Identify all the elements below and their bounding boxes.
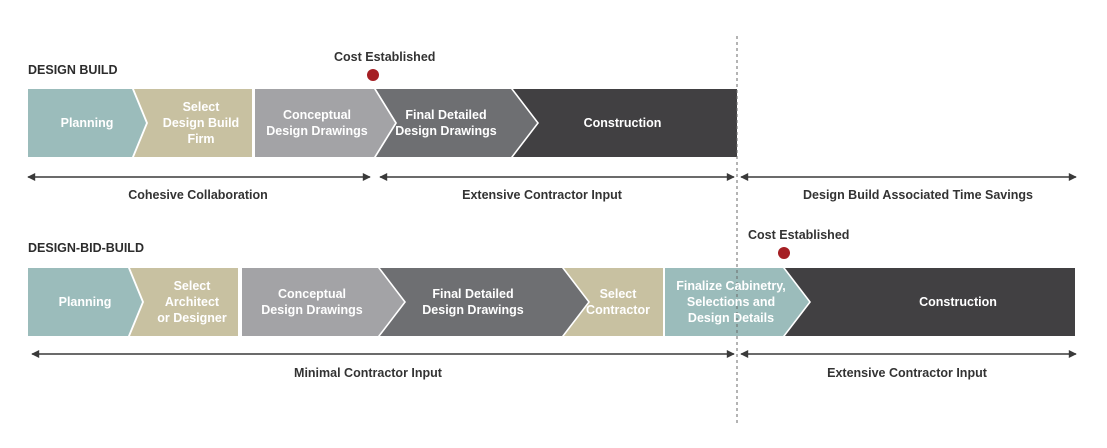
- dbb-segment-select-architect: Select Architect or Designer: [157, 279, 227, 325]
- dbb-segment-planning: Planning: [58, 295, 112, 309]
- dbb-chevron-final-detailed: [380, 268, 588, 336]
- db-chevron-planning: [28, 89, 146, 157]
- dbb-segment-final-detailed: Final Detailed Design Drawings: [422, 287, 524, 317]
- dbb-range-label-minimal-input: Minimal Contractor Input: [294, 366, 442, 380]
- design-build-cost-label: Cost Established: [334, 50, 436, 64]
- db-segment-construction: Construction: [583, 116, 662, 130]
- dbb-chevron-planning: [28, 268, 142, 336]
- design-bid-build-title: DESIGN-BID-BUILD: [28, 241, 144, 255]
- dbb-chevron-construction: [785, 268, 1075, 336]
- dbb-segment-finalize-cabinetry: Finalize Cabinetry, Selections and Desig…: [676, 279, 786, 325]
- db-chevron-construction: [513, 89, 737, 157]
- db-chevron-conceptual: [255, 89, 395, 157]
- design-bid-build-cost-label: Cost Established: [748, 228, 850, 242]
- db-chevron-final-detailed: [376, 89, 537, 157]
- db-segment-conceptual: Conceptual Design Drawings: [266, 108, 368, 138]
- dbb-segment-select-contractor: Select Contractor: [586, 287, 650, 317]
- dbb-chevron-select-architect: [130, 268, 238, 336]
- design-bid-build-cost-marker: [778, 247, 790, 259]
- db-segment-planning: Planning: [60, 116, 114, 130]
- design-build-title: DESIGN BUILD: [28, 63, 118, 77]
- dbb-range-label-extensive-input: Extensive Contractor Input: [827, 366, 987, 380]
- dbb-segment-construction: Construction: [919, 295, 997, 309]
- db-segment-select-firm: Select Design Build Firm: [162, 100, 240, 146]
- db-range-label-contractor-input: Extensive Contractor Input: [462, 188, 622, 202]
- db-range-label-collaboration: Cohesive Collaboration: [128, 188, 268, 202]
- design-build-cost-marker: [367, 69, 379, 81]
- db-segment-final-detailed: Final Detailed Design Drawings: [395, 108, 497, 138]
- db-range-label-time-savings: Design Build Associated Time Savings: [803, 188, 1033, 202]
- dbb-segment-conceptual: Conceptual Design Drawings: [261, 287, 363, 317]
- db-chevron-select-firm: [134, 89, 252, 157]
- dbb-chevron-select-contractor: [564, 268, 663, 336]
- dbb-chevron-conceptual: [242, 268, 404, 336]
